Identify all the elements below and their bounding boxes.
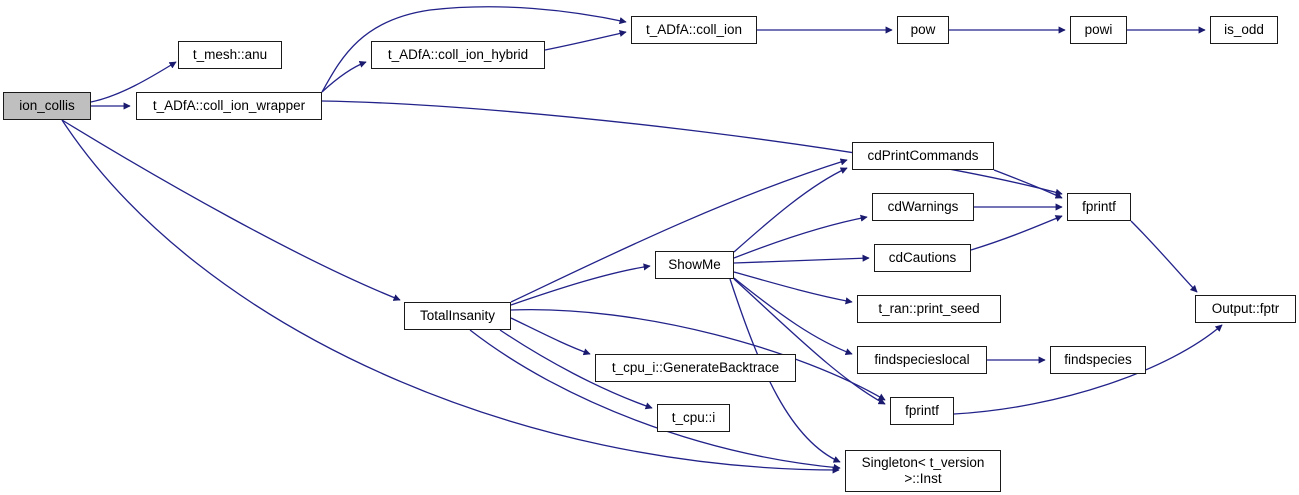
graph-node-label: pow [910,22,936,38]
call-edge [733,167,848,253]
call-edge [321,6,627,93]
graph-node-cdWarnings[interactable]: cdWarnings [872,193,974,221]
call-edge [321,100,1063,196]
graph-node-label: t_ADfA::coll_ion_hybrid [387,47,529,63]
call-edge [510,158,848,303]
graph-node-cdCautions[interactable]: cdCautions [874,244,971,272]
graph-node-label: fprintf [905,403,939,419]
graph-node-label: powi [1084,22,1113,38]
graph-node-label: t_ADfA::coll_ion [645,22,743,38]
call-edge [90,61,177,103]
graph-node-is_odd[interactable]: is_odd [1210,16,1278,44]
call-edge [469,329,841,471]
graph-node-fprintf_bottom[interactable]: fprintf [890,397,954,425]
call-edge [510,263,651,306]
graph-node-findspecies[interactable]: findspecies [1050,346,1146,374]
graph-node-coll_ion[interactable]: t_ADfA::coll_ion [631,16,757,44]
graph-node-label: findspecies [1064,352,1132,368]
call-edge [993,169,1063,199]
graph-node-print_seed[interactable]: t_ran::print_seed [857,295,1001,323]
graph-node-label: t_ADfA::coll_ion_wrapper [152,98,306,114]
graph-node-label: cdWarnings [887,199,959,215]
call-edge [61,119,840,474]
call-edge [61,119,401,301]
graph-node-GenerateBacktrace[interactable]: t_cpu_i::GenerateBacktrace [595,354,796,382]
graph-node-label: is_odd [1224,22,1264,38]
graph-node-label: t_cpu_i::GenerateBacktrace [611,360,780,376]
call-edge [499,329,653,410]
call-edge [1130,220,1198,293]
edges-group [61,6,1223,474]
call-edge [321,60,367,93]
call-edge [970,215,1063,251]
graph-node-label: fprintf [1082,199,1116,215]
graph-node-label: TotalInsanity [419,308,496,324]
graph-node-Output_fptr[interactable]: Output::fptr [1195,295,1296,323]
call-edge [544,29,627,51]
graph-node-fprintf_top[interactable]: fprintf [1067,193,1131,221]
graph-node-label: cdPrintCommands [867,148,979,164]
graph-node-t_mesh_anu[interactable]: t_mesh::anu [178,41,282,69]
graph-node-coll_ion_hybrid[interactable]: t_ADfA::coll_ion_hybrid [371,41,545,69]
graph-node-coll_ion_wrapper[interactable]: t_ADfA::coll_ion_wrapper [136,92,322,120]
graph-node-label: t_mesh::anu [192,47,268,63]
graph-node-label: Output::fptr [1211,301,1280,317]
graph-node-findspecieslocal[interactable]: findspecieslocal [857,346,987,374]
call-edge [733,277,853,356]
graph-node-label: Singleton< t_version >::Inst [861,455,985,486]
graph-node-label: t_ran::print_seed [878,301,980,317]
graph-node-ShowMe[interactable]: ShowMe [655,251,734,279]
call-edge [733,214,868,259]
graph-node-label: cdCautions [888,250,957,266]
graph-node-powi[interactable]: powi [1070,16,1127,44]
call-edge [733,278,886,405]
graph-node-t_cpu_i[interactable]: t_cpu::i [657,404,730,432]
graph-node-TotalInsanity[interactable]: TotalInsanity [404,302,511,330]
call-edge [510,308,886,401]
graph-node-label: ShowMe [668,257,721,273]
graph-node-ion_collis[interactable]: ion_collis [3,92,91,120]
graph-node-Singleton[interactable]: Singleton< t_version >::Inst [845,450,1001,492]
call-edge [733,271,853,305]
graph-node-label: t_cpu::i [671,410,716,426]
graph-node-cdPrintCommands[interactable]: cdPrintCommands [852,142,994,170]
call-edge [733,254,870,264]
call-edge [953,324,1223,415]
graph-node-label: ion_collis [19,98,75,114]
call-edge [510,317,591,356]
graph-node-label: findspecieslocal [874,352,970,368]
graph-node-pow[interactable]: pow [897,16,949,44]
call-edge [729,278,841,463]
